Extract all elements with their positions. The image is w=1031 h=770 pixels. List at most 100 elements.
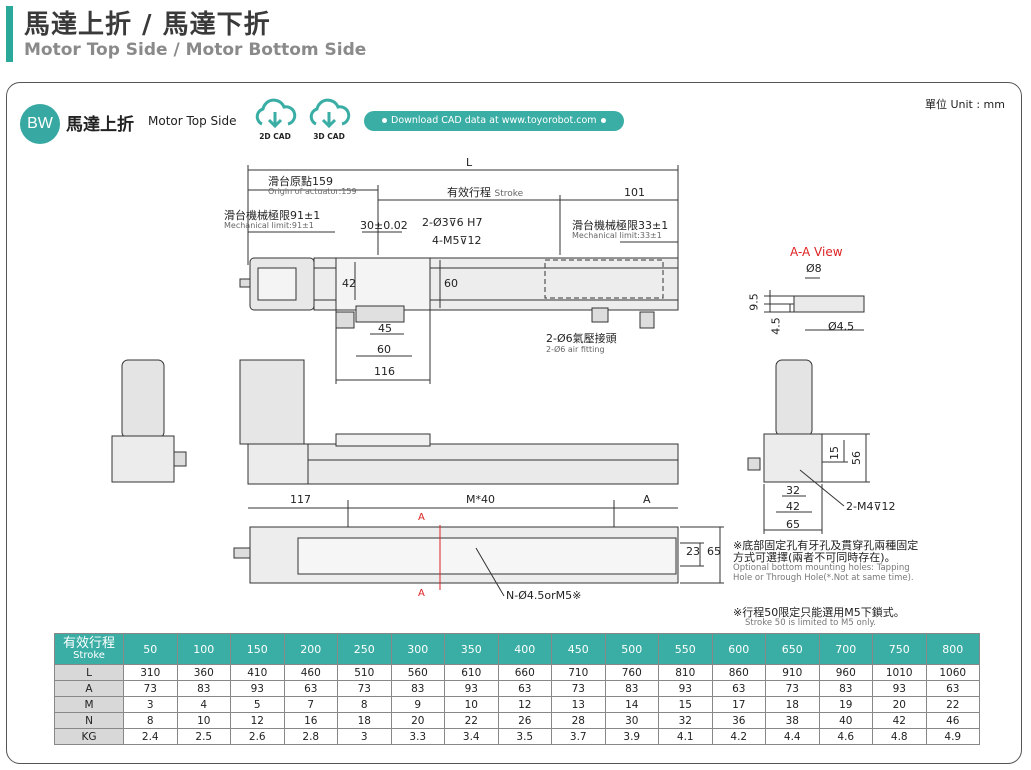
table-cell: 32 xyxy=(658,712,713,729)
dim-56: 56 xyxy=(849,451,863,466)
section-mark-top: A xyxy=(418,512,425,523)
table-cell: 4.8 xyxy=(872,728,927,745)
table-cell: 12 xyxy=(497,696,552,713)
table-header-cell: 300 xyxy=(390,633,445,665)
table-cell: 73 xyxy=(337,680,392,697)
table-cell: 40 xyxy=(818,712,873,729)
table-cell: 16 xyxy=(283,712,338,729)
table-cell: 38 xyxy=(765,712,820,729)
table-cell: 3 xyxy=(123,696,178,713)
air-fitting-en: 2-Ø6 air fitting xyxy=(546,345,605,354)
table-header-cell: 50 xyxy=(123,633,178,665)
table-cell: 18 xyxy=(765,696,820,713)
table-cell: 9 xyxy=(390,696,445,713)
table-cell: 93 xyxy=(230,680,285,697)
table-header-cell: 400 xyxy=(497,633,552,665)
dim-117: 117 xyxy=(290,493,311,506)
note-mounting-en: Optional bottom mounting holes: Tapping … xyxy=(733,563,914,583)
table-cell: 560 xyxy=(390,664,445,681)
table-cell: 22 xyxy=(925,696,980,713)
dim-15: 15 xyxy=(827,446,841,461)
bullet-icon xyxy=(600,118,606,123)
table-cell: 4.2 xyxy=(711,728,766,745)
table-cell: 83 xyxy=(818,680,873,697)
table-row: KG 2.4 2.5 2.6 2.8 3 3.3 3.4 3.5 3.7 3.9… xyxy=(54,728,980,745)
table-cell: 4.4 xyxy=(765,728,820,745)
table-header-cell: 350 xyxy=(444,633,499,665)
dim-45: 45 xyxy=(378,322,392,335)
download-cad-text: Download CAD data at www.toyorobot.com xyxy=(391,115,597,126)
stroke-label: 有效行程 Stroke xyxy=(447,186,523,200)
air-fitting-zh: 2-Ø6氣壓接頭 xyxy=(546,332,617,345)
note-stroke50: ※行程50限定只能選用M5下鎖式。 Stroke 50 is limited t… xyxy=(733,606,933,628)
table-header-cell: 250 xyxy=(337,633,392,665)
table-header-cell: 550 xyxy=(658,633,713,665)
table-cell: 2.4 xyxy=(123,728,178,745)
aa-view-title: A-A View xyxy=(790,245,843,259)
table-row: L 310 360 410 460 510 560 610 660 710 76… xyxy=(54,664,980,681)
table-header-cell: 500 xyxy=(604,633,659,665)
table-cell: 610 xyxy=(444,664,499,681)
table-cell: 4 xyxy=(176,696,231,713)
table-row-label: L xyxy=(54,664,124,681)
note-mounting: ※底部固定孔有牙孔及貫穿孔兩種固定方式可選擇(兩者不可同時存在)。 Option… xyxy=(733,539,923,583)
table-cell: 3.5 xyxy=(497,728,552,745)
table-cell: 18 xyxy=(337,712,392,729)
table-cell: 7 xyxy=(283,696,338,713)
dim-M40: M*40 xyxy=(466,493,495,506)
cad-3d-label: 3D CAD xyxy=(313,132,345,141)
download-cad-link[interactable]: Download CAD data at www.toyorobot.com xyxy=(364,111,624,131)
table-cell: 410 xyxy=(230,664,285,681)
table-header-cell: 150 xyxy=(230,633,285,665)
mech-limit-left-zh: 滑台機械極限91±1 xyxy=(224,209,321,222)
table-row: N 8 10 12 16 18 20 22 26 28 30 32 36 38 … xyxy=(54,712,980,729)
table-cell: 2.6 xyxy=(230,728,285,745)
table-cell: 910 xyxy=(765,664,820,681)
table-cell: 73 xyxy=(765,680,820,697)
table-cell: 36 xyxy=(711,712,766,729)
table-cell: 10 xyxy=(176,712,231,729)
table-cell: 2.8 xyxy=(283,728,338,745)
table-cell: 8 xyxy=(337,696,392,713)
model-badge: BW xyxy=(20,104,60,144)
table-cell: 310 xyxy=(123,664,178,681)
table-header-cell: 650 xyxy=(765,633,820,665)
dim-d4-5: Ø4.5 xyxy=(828,320,855,333)
cad-2d-download[interactable]: 2D CAD xyxy=(252,98,298,144)
table-cell: 13 xyxy=(551,696,606,713)
stroke-label-zh: 有效行程 xyxy=(447,186,491,199)
table-cell: 710 xyxy=(551,664,606,681)
n-hole-spec: N-Ø4.5orM5※ xyxy=(506,589,582,602)
section-mark-bottom: A xyxy=(418,588,425,599)
dim-23: 23 xyxy=(686,545,700,558)
table-row: A 73 83 93 63 73 83 93 63 73 83 93 63 73… xyxy=(54,680,980,697)
cad-3d-download[interactable]: 3D CAD xyxy=(306,98,352,144)
table-cell: 10 xyxy=(444,696,499,713)
model-title-en: Motor Top Side xyxy=(148,114,237,128)
table-cell: 93 xyxy=(872,680,927,697)
table-cell: 3.9 xyxy=(604,728,659,745)
mech-limit-left-en: Mechanical limit:91±1 xyxy=(224,221,314,230)
table-header-cell: 700 xyxy=(818,633,873,665)
table-cell: 8 xyxy=(123,712,178,729)
dim-L: L xyxy=(466,156,473,169)
table-header-cell: 750 xyxy=(872,633,927,665)
table-cell: 83 xyxy=(390,680,445,697)
dim-60: 60 xyxy=(377,343,391,356)
table-cell: 28 xyxy=(551,712,606,729)
table-cell: 93 xyxy=(444,680,499,697)
table-cell: 30 xyxy=(604,712,659,729)
table-cell: 15 xyxy=(658,696,713,713)
note-stroke50-zh: ※行程50限定只能選用M5下鎖式。 xyxy=(733,606,905,619)
note-mounting-zh: ※底部固定孔有牙孔及貫穿孔兩種固定方式可選擇(兩者不可同時存在)。 xyxy=(733,539,919,565)
technical-drawing xyxy=(111,165,870,597)
table-cell: 17 xyxy=(711,696,766,713)
bullet-icon xyxy=(382,118,387,123)
table-cell: 510 xyxy=(337,664,392,681)
table-header-cell: 450 xyxy=(551,633,606,665)
cloud-download-icon xyxy=(255,98,297,129)
table-row-label: N xyxy=(54,712,124,729)
table-cell: 20 xyxy=(390,712,445,729)
page-title: 馬達上折 / 馬達下折 xyxy=(24,10,271,40)
